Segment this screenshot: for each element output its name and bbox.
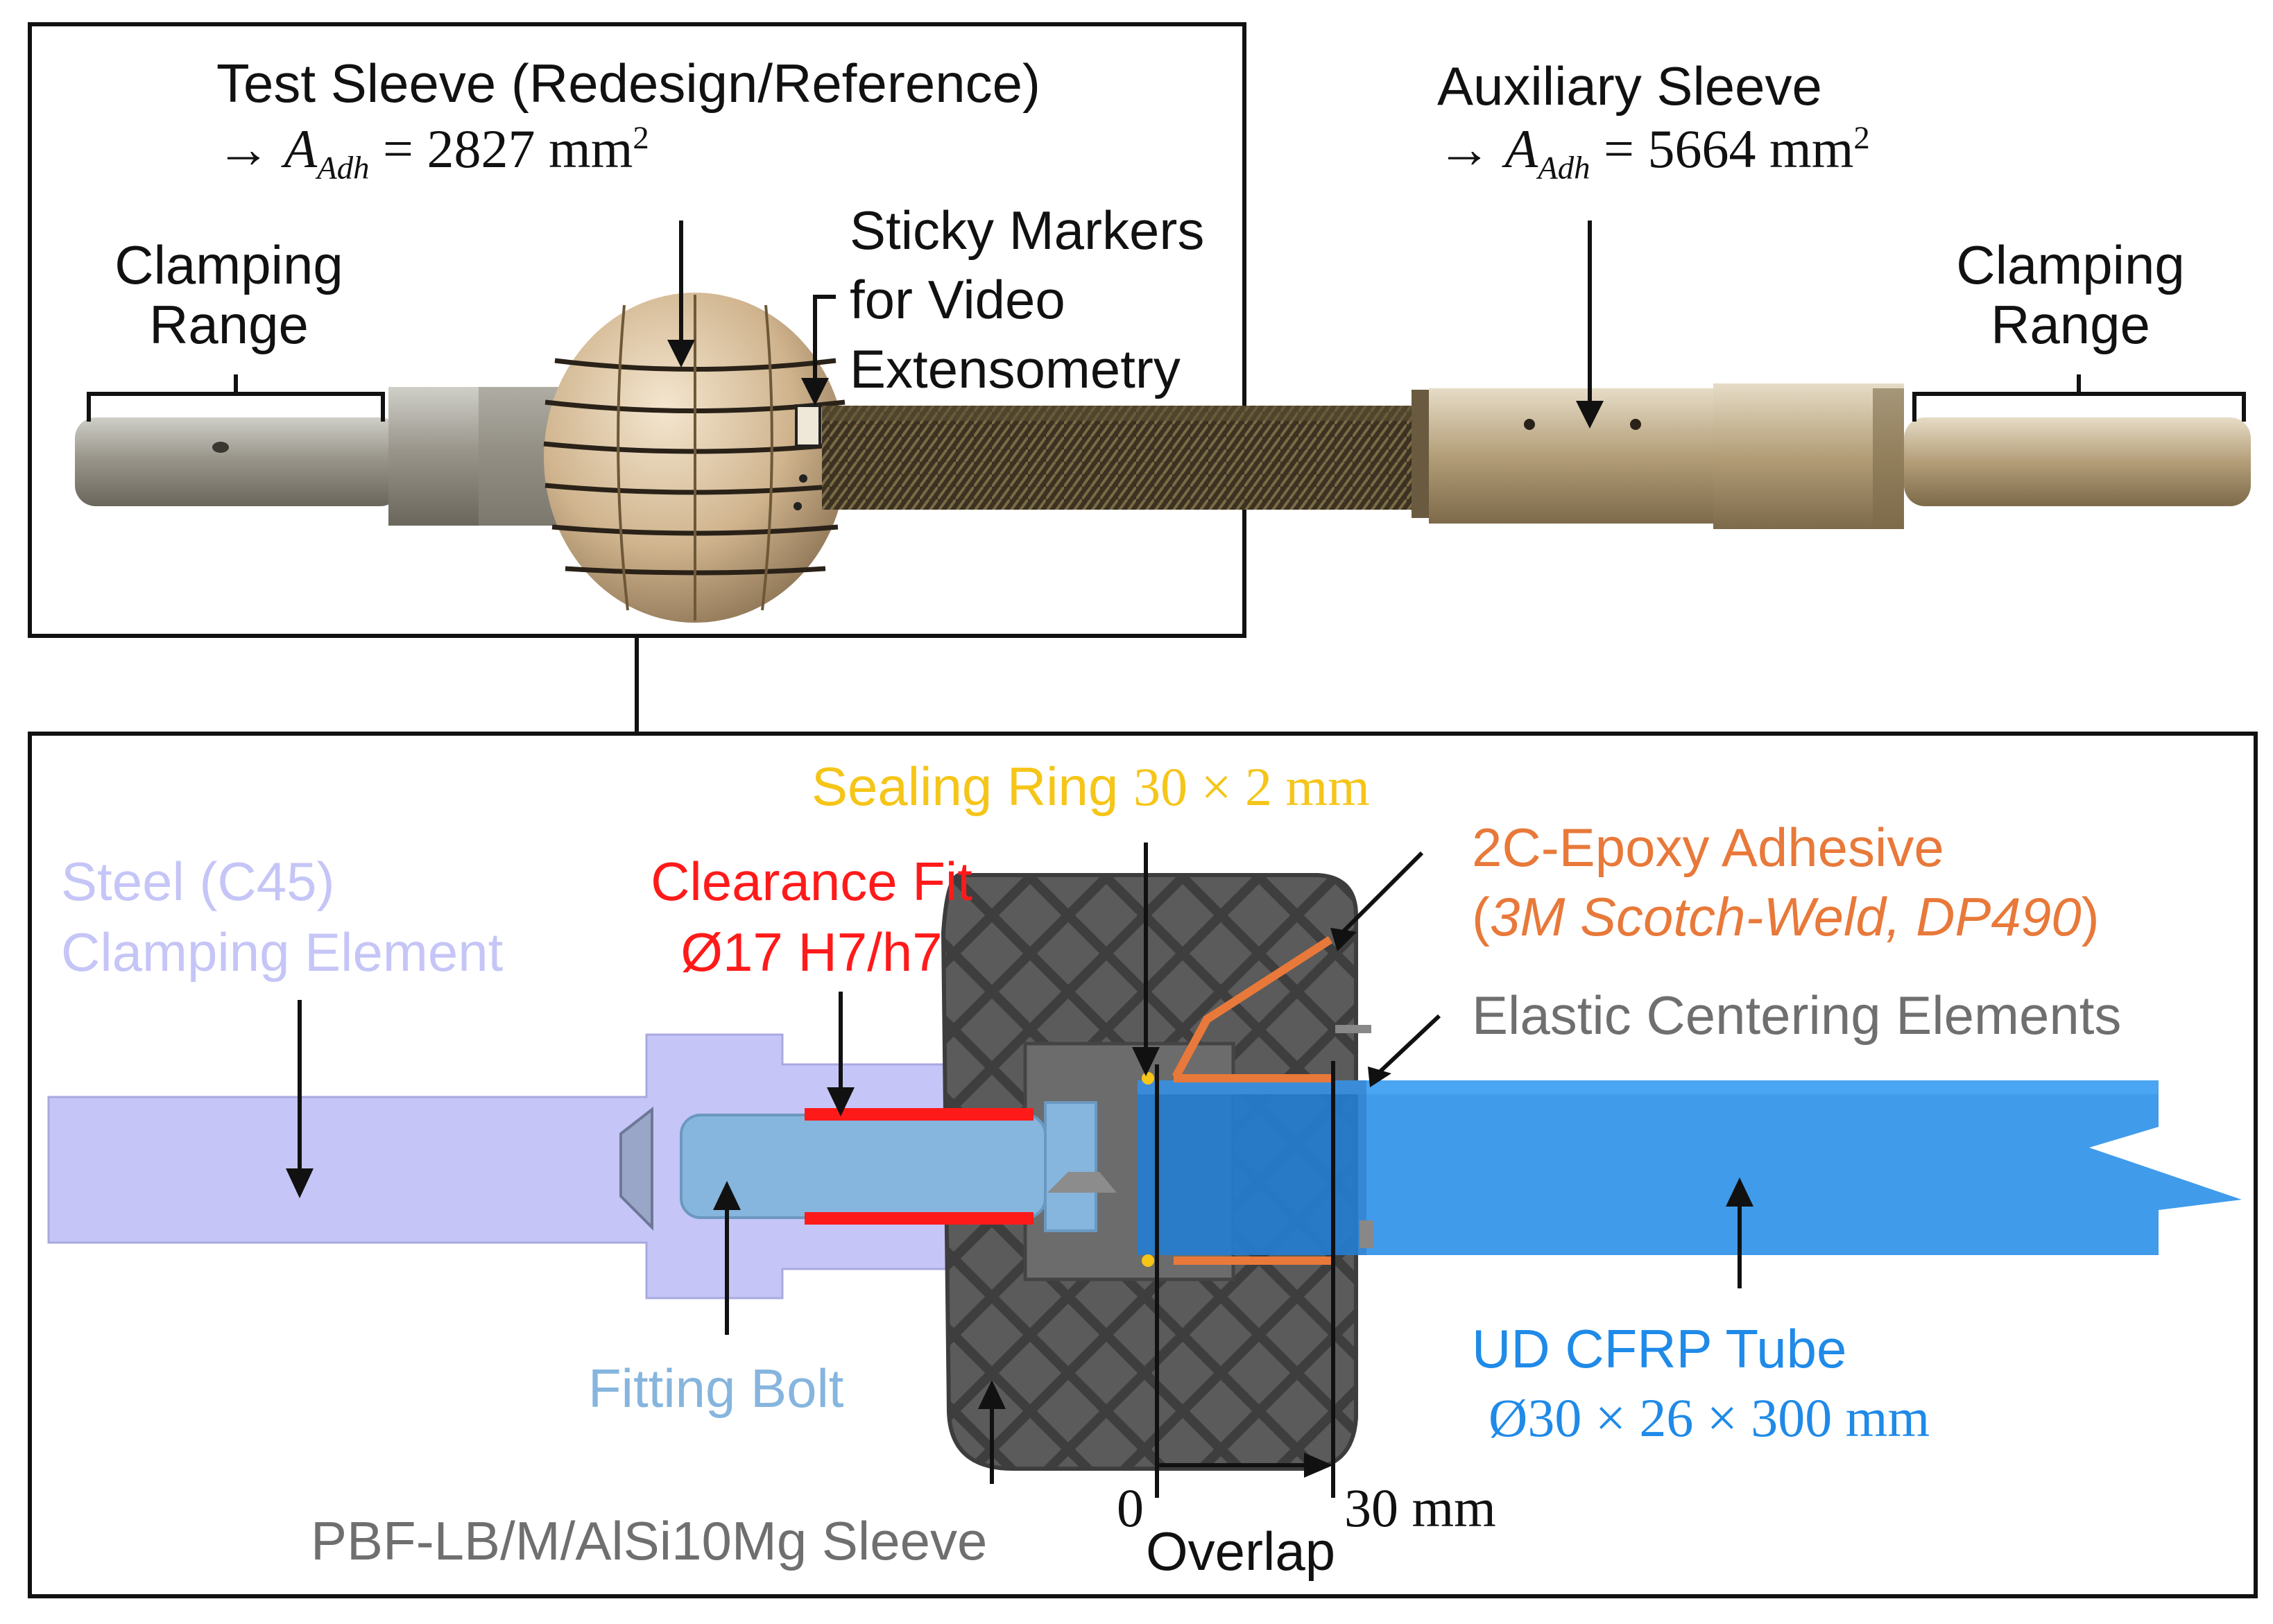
left-clamping-rod xyxy=(75,417,401,506)
sealing-ring-label: Sealing Ring 30 × 2 mm xyxy=(812,756,1370,817)
section-panel-frame xyxy=(28,732,2258,1598)
auxiliary-sleeve-photo xyxy=(1412,383,1904,529)
epoxy-adhesive-label: 2C-Epoxy Adhesive (3M Scotch-Weld, DP490… xyxy=(1472,817,2100,947)
epoxy-arrow xyxy=(1340,851,1424,935)
elastic-arrow xyxy=(1378,1014,1441,1073)
photo-panel-frame xyxy=(28,22,1246,638)
sticky-marker-bracket xyxy=(813,295,836,385)
steel-clamping-label: Steel (C45) Clamping Element xyxy=(61,851,504,983)
left-steel-collar xyxy=(388,387,558,526)
sticky-markers-label: Sticky Markers for Video Extensometry xyxy=(850,200,1205,399)
cfrp-tube-section xyxy=(1138,1080,2242,1255)
clamping-range-right: Clamping Range xyxy=(1956,234,2185,355)
sealing-ring-dots xyxy=(1142,1072,1154,1267)
test-sleeve-title: Test Sleeve (Redesign/Reference) xyxy=(216,53,1040,114)
aux-sleeve-title: Auxiliary Sleeve xyxy=(1437,55,1822,116)
left-clamping-bracket xyxy=(87,374,385,422)
epoxy-adhesive-layer xyxy=(1172,935,1335,1265)
right-clamping-bracket xyxy=(1912,374,2246,422)
sticky-markers xyxy=(794,404,821,510)
fitting-bolt-section xyxy=(619,1101,1117,1232)
test-sleeve-body xyxy=(543,293,847,623)
clearance-fit-label: Clearance Fit Ø17 H7/h7 xyxy=(651,851,972,983)
cfrp-tube-photo xyxy=(822,406,1412,510)
clamping-range-left: Clamping Range xyxy=(114,234,343,355)
fitting-bolt-label: Fitting Bolt xyxy=(588,1358,844,1419)
aux-sleeve-area: → AAdh = 5664 mm2 xyxy=(1437,119,1870,187)
overlap-end-label: 30 mm xyxy=(1344,1478,1496,1538)
overlap-zero-label: 0 xyxy=(1117,1478,1144,1538)
elastic-centering-label: Elastic Centering Elements xyxy=(1472,985,2122,1046)
test-sleeve-area: → AAdh = 2827 mm2 xyxy=(216,119,649,187)
clearance-fit-marks xyxy=(805,1108,1033,1225)
overlap-label: Overlap xyxy=(1146,1521,1336,1582)
elastic-centering-elements xyxy=(1335,1025,1373,1248)
right-clamping-rod xyxy=(1904,417,2251,506)
sleeve-label: PBF-LB/M/AlSi10Mg Sleeve xyxy=(311,1510,988,1571)
cfrp-tube-label: UD CFRP Tube Ø30 × 26 × 300 mm xyxy=(1472,1318,1930,1448)
